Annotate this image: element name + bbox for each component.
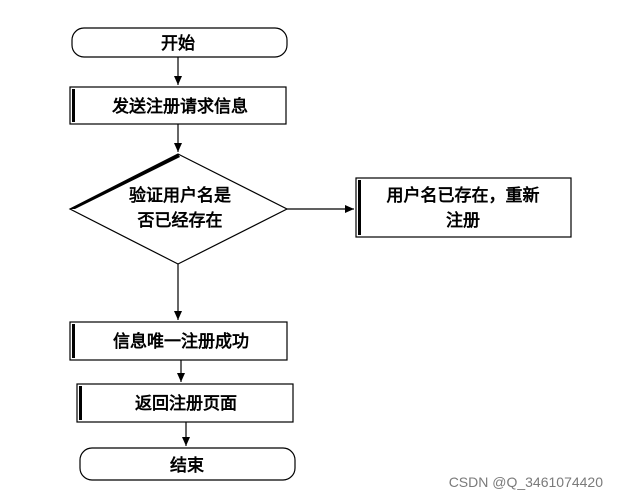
check-username-decision: 验证用户名是 否已经存在 — [68, 153, 289, 265]
start-node: 开始 — [71, 27, 288, 58]
send-request-node: 发送注册请求信息 — [69, 86, 287, 125]
success-label: 信息唯一注册成功 — [113, 331, 249, 352]
check-label-line2: 否已经存在 — [137, 210, 223, 231]
send-request-label: 发送注册请求信息 — [111, 96, 248, 117]
exists-label-line2: 注册 — [446, 210, 480, 231]
end-node: 结束 — [79, 447, 296, 481]
csdn-watermark: CSDN @Q_3461074420 — [448, 474, 603, 490]
register-success-node: 信息唯一注册成功 — [69, 321, 288, 361]
exists-label-line1: 用户名已存在，重新 — [387, 185, 540, 206]
start-label: 开始 — [161, 33, 195, 54]
return-page-node: 返回注册页面 — [76, 383, 294, 423]
check-label-line1: 验证用户名是 — [129, 185, 231, 206]
return-page-label: 返回注册页面 — [135, 393, 237, 414]
username-exists-node: 用户名已存在，重新 注册 — [355, 177, 572, 238]
end-label: 结束 — [170, 455, 204, 476]
